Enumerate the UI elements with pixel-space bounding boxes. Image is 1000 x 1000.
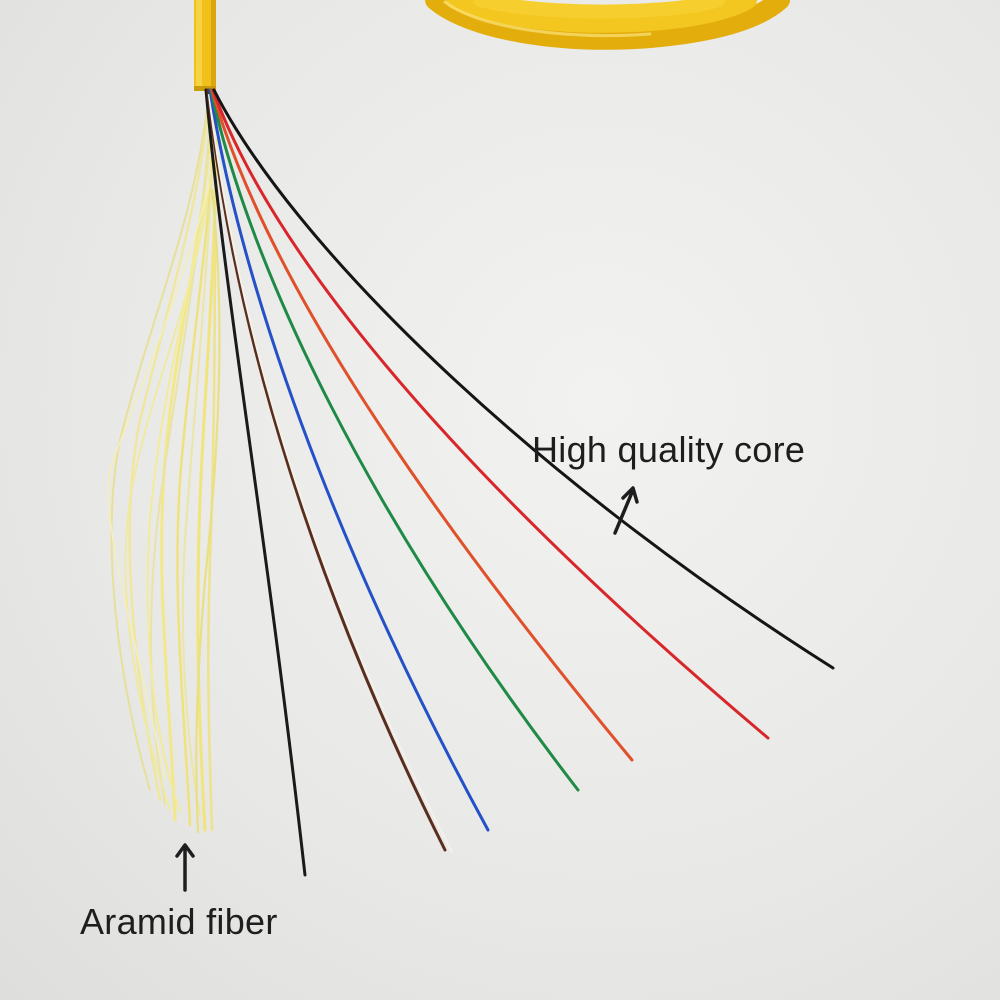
red-core: [211, 88, 770, 740]
brown-core: [206, 88, 447, 852]
aramid-annotation: Aramid fiber: [80, 901, 278, 942]
blue-core: [208, 88, 490, 832]
black-core-long: [212, 88, 835, 670]
fiber-cores: [204, 88, 835, 877]
green-core: [209, 88, 580, 792]
coiled-cable: [425, 0, 790, 50]
arrow-up-icon: [175, 843, 195, 892]
orange-core: [210, 88, 634, 762]
arrow-up-icon: [613, 486, 639, 535]
black-core-short: [204, 88, 307, 877]
white-core: [208, 94, 453, 853]
cable-jacket: [194, 0, 216, 91]
aramid-fibers: [107, 93, 221, 834]
core-annotation: High quality core: [532, 429, 806, 470]
